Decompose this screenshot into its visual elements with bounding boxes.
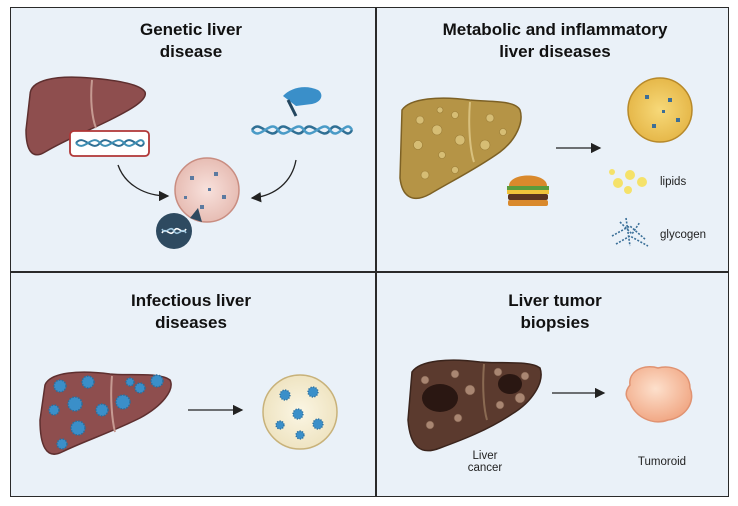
metabolic-title: Metabolic and inflammatory liver disease… [442, 20, 668, 61]
organoid-pink [174, 157, 240, 223]
lipids-icon [609, 169, 647, 194]
fatty-liver-illustration [399, 97, 522, 199]
genetic-title: Genetic liver disease [139, 20, 243, 61]
glycogen-icon [611, 217, 649, 247]
label-glycogen: glycogen [660, 229, 707, 241]
vertical-divider [375, 7, 377, 497]
healthy-liver-illustration [25, 76, 146, 156]
burger-icon [507, 175, 549, 206]
cancer-liver-illustration [407, 359, 542, 452]
organoid-infected [262, 374, 338, 450]
tumoroid-illustration [625, 366, 693, 423]
genetic-arrows [117, 159, 297, 203]
dna-badge [156, 208, 202, 249]
edit-dna-illustration [250, 87, 354, 135]
label-liver-cancer: Liver cancer [467, 450, 503, 474]
label-tumoroid: Tumoroid [637, 456, 687, 468]
horizontal-divider [10, 271, 729, 273]
tumor-title: Liver tumor biopsies [508, 291, 602, 332]
virus-particles [48, 374, 164, 450]
label-lipids: lipids [660, 176, 687, 188]
dna-box [69, 130, 150, 157]
organoid-yellow [627, 77, 693, 143]
infectious-title: Infectious liver diseases [131, 291, 251, 332]
